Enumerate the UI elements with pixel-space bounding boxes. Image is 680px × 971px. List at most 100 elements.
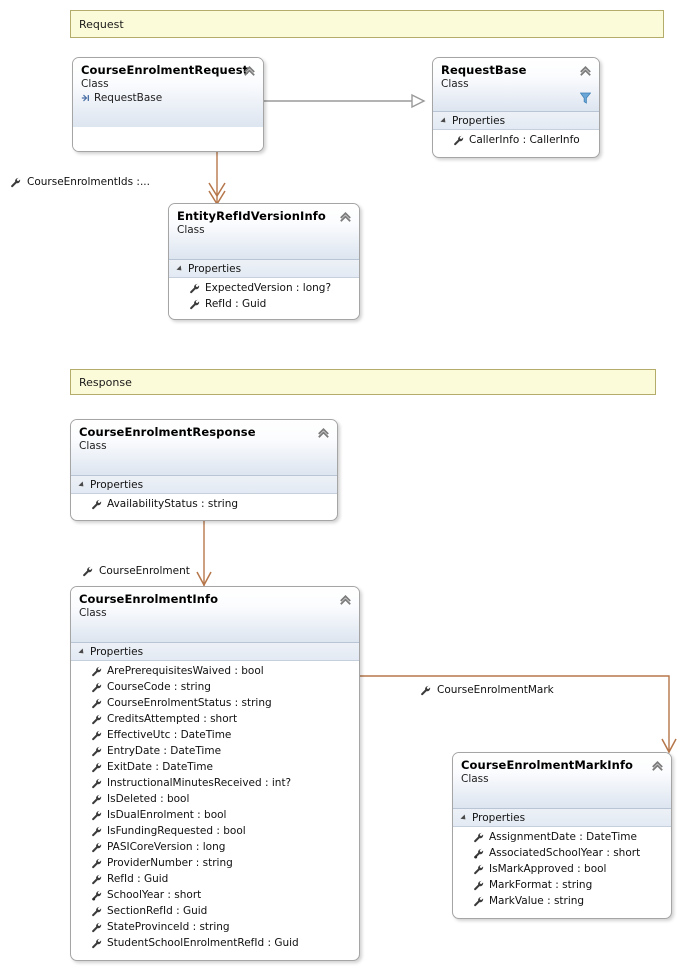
collapse-chevron-icon[interactable] — [243, 64, 256, 77]
class-request-base[interactable]: RequestBase Class Properties CallerInfo … — [432, 57, 600, 158]
expander-triangle-icon[interactable] — [78, 480, 86, 489]
member-label: StateProvinceId : string — [107, 921, 230, 933]
collapse-chevron-icon[interactable] — [339, 593, 352, 606]
label-text: CourseEnrolment — [99, 565, 190, 577]
member-label: SectionRefId : Guid — [107, 905, 208, 917]
member-row[interactable]: EffectiveUtc : DateTime — [71, 727, 359, 743]
wrench-icon — [92, 906, 102, 916]
expander-triangle-icon[interactable] — [460, 813, 468, 822]
class-title: EntityRefIdVersionInfo — [177, 209, 326, 223]
member-label: IsFundingRequested : bool — [107, 825, 246, 837]
member-row[interactable]: RefId : Guid — [71, 871, 359, 887]
wrench-icon — [92, 714, 102, 724]
expander-triangle-icon[interactable] — [440, 116, 448, 125]
wrench-icon — [190, 283, 200, 293]
wrench-icon — [92, 842, 102, 852]
member-row[interactable]: EntryDate : DateTime — [71, 743, 359, 759]
member-row[interactable]: ExitDate : DateTime — [71, 759, 359, 775]
member-label: CallerInfo : CallerInfo — [469, 134, 580, 146]
member-row[interactable]: IsMarkApproved : bool — [453, 861, 671, 877]
members-list: AvailabilityStatus : string — [71, 494, 337, 515]
member-row[interactable]: CourseEnrolmentStatus : string — [71, 695, 359, 711]
member-row[interactable]: AvailabilityStatus : string — [71, 496, 337, 512]
wrench-icon — [190, 299, 200, 309]
compartment-properties[interactable]: Properties — [71, 475, 337, 494]
member-row[interactable]: AssociatedSchoolYear : short — [453, 845, 671, 861]
compartment-label: Properties — [90, 478, 144, 491]
class-course-enrolment-request[interactable]: CourseEnrolmentRequest Class RequestBase — [72, 57, 264, 152]
class-stereotype: Class — [79, 440, 107, 452]
expander-triangle-icon[interactable] — [176, 264, 184, 273]
collapse-chevron-icon[interactable] — [317, 426, 330, 439]
class-header: RequestBase Class — [433, 58, 599, 111]
class-title: CourseEnrolmentRequest — [81, 63, 249, 77]
member-label: CourseEnrolmentStatus : string — [107, 697, 272, 709]
member-row[interactable]: SectionRefId : Guid — [71, 903, 359, 919]
member-label: MarkFormat : string — [489, 879, 593, 891]
collapse-chevron-icon[interactable] — [339, 210, 352, 223]
class-course-enrolment-response[interactable]: CourseEnrolmentResponse Class Properties… — [70, 419, 338, 521]
wrench-icon — [474, 832, 484, 842]
wrench-icon — [474, 896, 484, 906]
wrench-icon — [92, 682, 102, 692]
member-row[interactable]: SchoolYear : short — [71, 887, 359, 903]
wrench-icon — [92, 810, 102, 820]
class-course-enrolment-mark-info[interactable]: CourseEnrolmentMarkInfo Class Properties… — [452, 752, 672, 919]
member-row[interactable]: MarkFormat : string — [453, 877, 671, 893]
member-label: AssociatedSchoolYear : short — [489, 847, 641, 859]
wrench-icon — [92, 794, 102, 804]
member-row[interactable]: IsFundingRequested : bool — [71, 823, 359, 839]
member-row[interactable]: CallerInfo : CallerInfo — [433, 132, 599, 148]
expander-triangle-icon[interactable] — [78, 647, 86, 656]
compartment-properties[interactable]: Properties — [169, 259, 359, 278]
derived-from-icon — [81, 94, 89, 102]
compartment-properties[interactable]: Properties — [433, 111, 599, 130]
member-row[interactable]: AssignmentDate : DateTime — [453, 829, 671, 845]
member-label: RefId : Guid — [205, 298, 267, 310]
class-course-enrolment-info[interactable]: CourseEnrolmentInfo Class Properties Are… — [70, 586, 360, 961]
member-label: IsDualEnrolment : bool — [107, 809, 227, 821]
member-row[interactable]: MarkValue : string — [453, 893, 671, 909]
wrench-icon — [92, 922, 102, 932]
member-label: CreditsAttempted : short — [107, 713, 238, 725]
member-row[interactable]: ExpectedVersion : long? — [169, 280, 359, 296]
member-row[interactable]: StateProvinceId : string — [71, 919, 359, 935]
compartment-label: Properties — [90, 645, 144, 658]
class-stereotype: Class — [81, 78, 109, 90]
compartment-label: Properties — [188, 262, 242, 275]
member-row[interactable]: IsDeleted : bool — [71, 791, 359, 807]
wrench-icon — [92, 858, 102, 868]
compartment-properties[interactable]: Properties — [453, 808, 671, 827]
collapse-chevron-icon[interactable] — [579, 64, 592, 77]
member-row[interactable]: ProviderNumber : string — [71, 855, 359, 871]
wrench-icon — [92, 499, 102, 509]
member-row[interactable]: IsDualEnrolment : bool — [71, 807, 359, 823]
class-header: CourseEnrolmentResponse Class — [71, 420, 337, 475]
member-row[interactable]: RefId : Guid — [169, 296, 359, 312]
member-label: StudentSchoolEnrolmentRefId : Guid — [107, 937, 299, 949]
member-row[interactable]: CreditsAttempted : short — [71, 711, 359, 727]
class-stereotype: Class — [441, 78, 469, 90]
class-header: EntityRefIdVersionInfo Class — [169, 204, 359, 259]
wrench-icon — [11, 177, 21, 187]
compartment-properties[interactable]: Properties — [71, 642, 359, 661]
filter-funnel-icon[interactable] — [580, 92, 591, 104]
wrench-icon — [92, 778, 102, 788]
member-row[interactable]: InstructionalMinutesReceived : int? — [71, 775, 359, 791]
member-label: ProviderNumber : string — [107, 857, 233, 869]
member-label: CourseCode : string — [107, 681, 211, 693]
member-label: IsMarkApproved : bool — [489, 863, 607, 875]
class-base-type: RequestBase — [81, 91, 255, 105]
member-row[interactable]: StudentSchoolEnrolmentRefId : Guid — [71, 935, 359, 951]
wrench-icon — [92, 762, 102, 772]
wrench-icon — [454, 135, 464, 145]
class-entity-refid-version-info[interactable]: EntityRefIdVersionInfo Class Properties … — [168, 203, 360, 320]
member-row[interactable]: PASICoreVersion : long — [71, 839, 359, 855]
response-banner: Response — [70, 369, 656, 395]
member-row[interactable]: ArePrerequisitesWaived : bool — [71, 663, 359, 679]
member-label: InstructionalMinutesReceived : int? — [107, 777, 292, 789]
member-row[interactable]: CourseCode : string — [71, 679, 359, 695]
compartment-label: Properties — [472, 811, 526, 824]
collapse-chevron-icon[interactable] — [651, 759, 664, 772]
